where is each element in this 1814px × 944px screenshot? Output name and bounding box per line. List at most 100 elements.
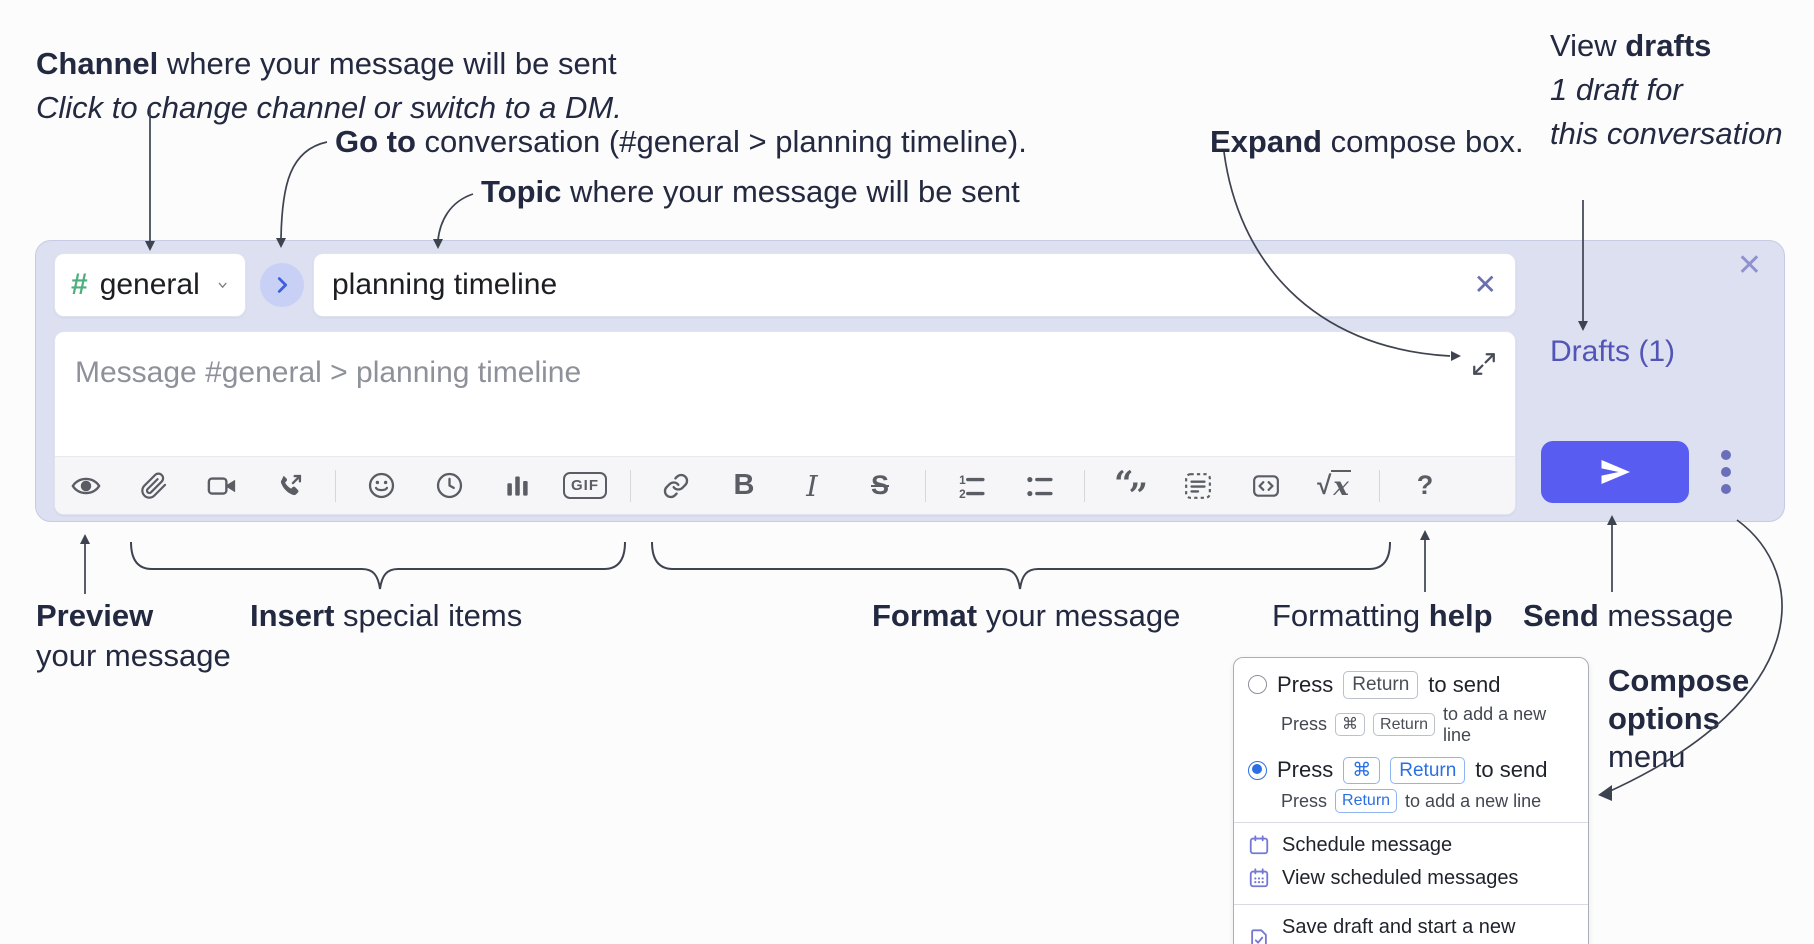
topic-input[interactable] [314,268,1468,302]
menu-item-label: View scheduled messages [1282,866,1519,889]
compose-options-arrowhead [1598,785,1612,801]
ordered-list-button[interactable]: 1 2 [948,463,994,509]
blockquote-button[interactable]: “ ” [1107,463,1153,515]
bold-button[interactable]: B [721,463,767,509]
menu-item-view-scheduled[interactable]: View scheduled messages [1234,862,1588,895]
compose-options-line2: options [1608,700,1720,736]
record-video-button[interactable] [199,463,245,509]
menu-option-cmd-return-to-send[interactable]: Press ⌘ Return to send [1248,756,1574,785]
expand-annotation-rest: compose box. [1321,124,1524,159]
clear-topic-button[interactable]: ✕ [1468,271,1515,299]
toolbar-divider [1379,469,1380,502]
channel-selector[interactable]: # general [54,253,246,317]
goto-annotation: Go to conversation (#general > planning … [335,120,1027,164]
send-message-label: Send message [1523,596,1733,636]
compose-options-menu: Press Return to send Press ⌘ Return to a… [1233,657,1589,944]
formula-button[interactable]: √x [1311,463,1357,509]
code-block-icon [1185,472,1211,499]
square-root-icon: √x [1317,469,1351,502]
channel-annotation: Channel where your message will be sent … [36,42,622,130]
drafts-link[interactable]: Drafts (1) [1550,335,1676,368]
channel-annotation-sub: Click to change channel or switch to a D… [36,90,622,126]
formatting-help-bold: help [1428,598,1493,633]
compose-toolbar: GIF B I S [55,456,1515,514]
emoji-button[interactable] [358,463,404,509]
channel-annotation-rest: where your message will be sent [158,46,617,81]
menu-item-save-draft[interactable]: Save draft and start a new message [1234,911,1588,944]
close-icon: ✕ [1736,249,1762,282]
link-button[interactable] [653,463,699,509]
formatting-help-pre: Formatting [1272,598,1429,633]
format-label-bold: Format [872,598,978,633]
attach-file-button[interactable] [131,463,177,509]
preview-label: Preview your message [36,596,231,677]
eye-icon [71,477,101,494]
menu-option1-subtext: Press ⌘ Return to add a new line [1281,704,1574,746]
preview-label-line2: your message [36,638,231,674]
format-brace [651,541,1391,590]
schedule-clock-button[interactable] [426,463,472,509]
bulleted-list-button[interactable] [1016,463,1062,509]
goto-annotation-rest: conversation (#general > planning timeli… [415,124,1027,159]
radio-unselected-icon[interactable] [1248,675,1267,695]
code-block-button[interactable] [1175,463,1221,509]
return-keycap: Return [1343,671,1419,699]
menu-item-schedule-message[interactable]: Schedule message [1234,829,1588,862]
bold-icon: B [733,469,755,501]
menu-option2-subtext: Press Return to add a new line [1281,789,1574,813]
menu-divider [1234,821,1588,823]
clock-icon [436,472,462,499]
emoji-smile-icon [368,472,394,499]
chevron-down-icon [218,282,227,288]
option1-to-send: to send [1428,671,1501,697]
svg-text:2: 2 [959,486,966,499]
gif-button[interactable]: GIF [562,463,608,509]
svg-text:1: 1 [959,472,966,486]
cmd-keycap: ⌘ [1335,712,1366,737]
phone-call-icon [280,474,302,495]
drafts-annotation-line3: this conversation [1550,116,1783,152]
option2-press: Press [1277,757,1334,783]
drafts-annotation-bold: drafts [1625,28,1712,63]
inline-code-button[interactable] [1243,463,1289,509]
menu-divider [1234,903,1588,905]
strikethrough-button[interactable]: S [857,463,903,509]
toolbar-divider [1084,469,1085,502]
send-button[interactable] [1541,441,1689,503]
gif-icon: GIF [563,472,607,499]
kebab-dot [1721,467,1731,477]
toolbar-divider [925,469,926,502]
toolbar-divider [630,469,631,502]
option1-press: Press [1277,671,1334,697]
insert-label-bold: Insert [250,598,335,633]
send-message-bold: Send [1523,598,1599,633]
option2-sub-rest: to add a new line [1405,790,1542,811]
expand-compose-button[interactable] [1469,350,1499,380]
quote-icon: “ ” [1114,463,1148,515]
draft-check-icon [1248,928,1270,944]
formatting-help-label: Formatting help [1272,596,1493,636]
formatting-help-button[interactable]: ? [1402,463,1448,509]
topic-annotation-bold: Topic [481,174,562,209]
close-compose-button[interactable]: ✕ [1737,251,1762,281]
channel-hash-icon: # [71,268,88,301]
compose-options-line1: Compose [1608,663,1750,698]
drafts-annotation-line2: 1 draft for [1550,72,1683,108]
preview-button[interactable] [63,463,109,509]
italic-button[interactable]: I [789,463,835,509]
radio-selected-icon[interactable] [1248,760,1267,780]
ordered-list-icon: 1 2 [959,472,985,500]
question-mark-icon: ? [1416,470,1434,500]
option1-sub-rest: to add a new line [1443,703,1547,745]
menu-item-label: Save draft and start a new message [1282,915,1516,944]
topic-field-container: ✕ [313,253,1516,317]
insert-label: Insert special items [250,596,522,636]
compose-options-button[interactable] [1704,441,1748,503]
menu-option-return-to-send[interactable]: Press Return to send [1248,671,1574,699]
message-input[interactable] [55,332,1515,452]
goto-conversation-button[interactable] [260,263,304,307]
poll-chart-button[interactable] [494,463,540,509]
audio-call-button[interactable] [267,463,313,509]
format-label: Format your message [872,596,1180,636]
